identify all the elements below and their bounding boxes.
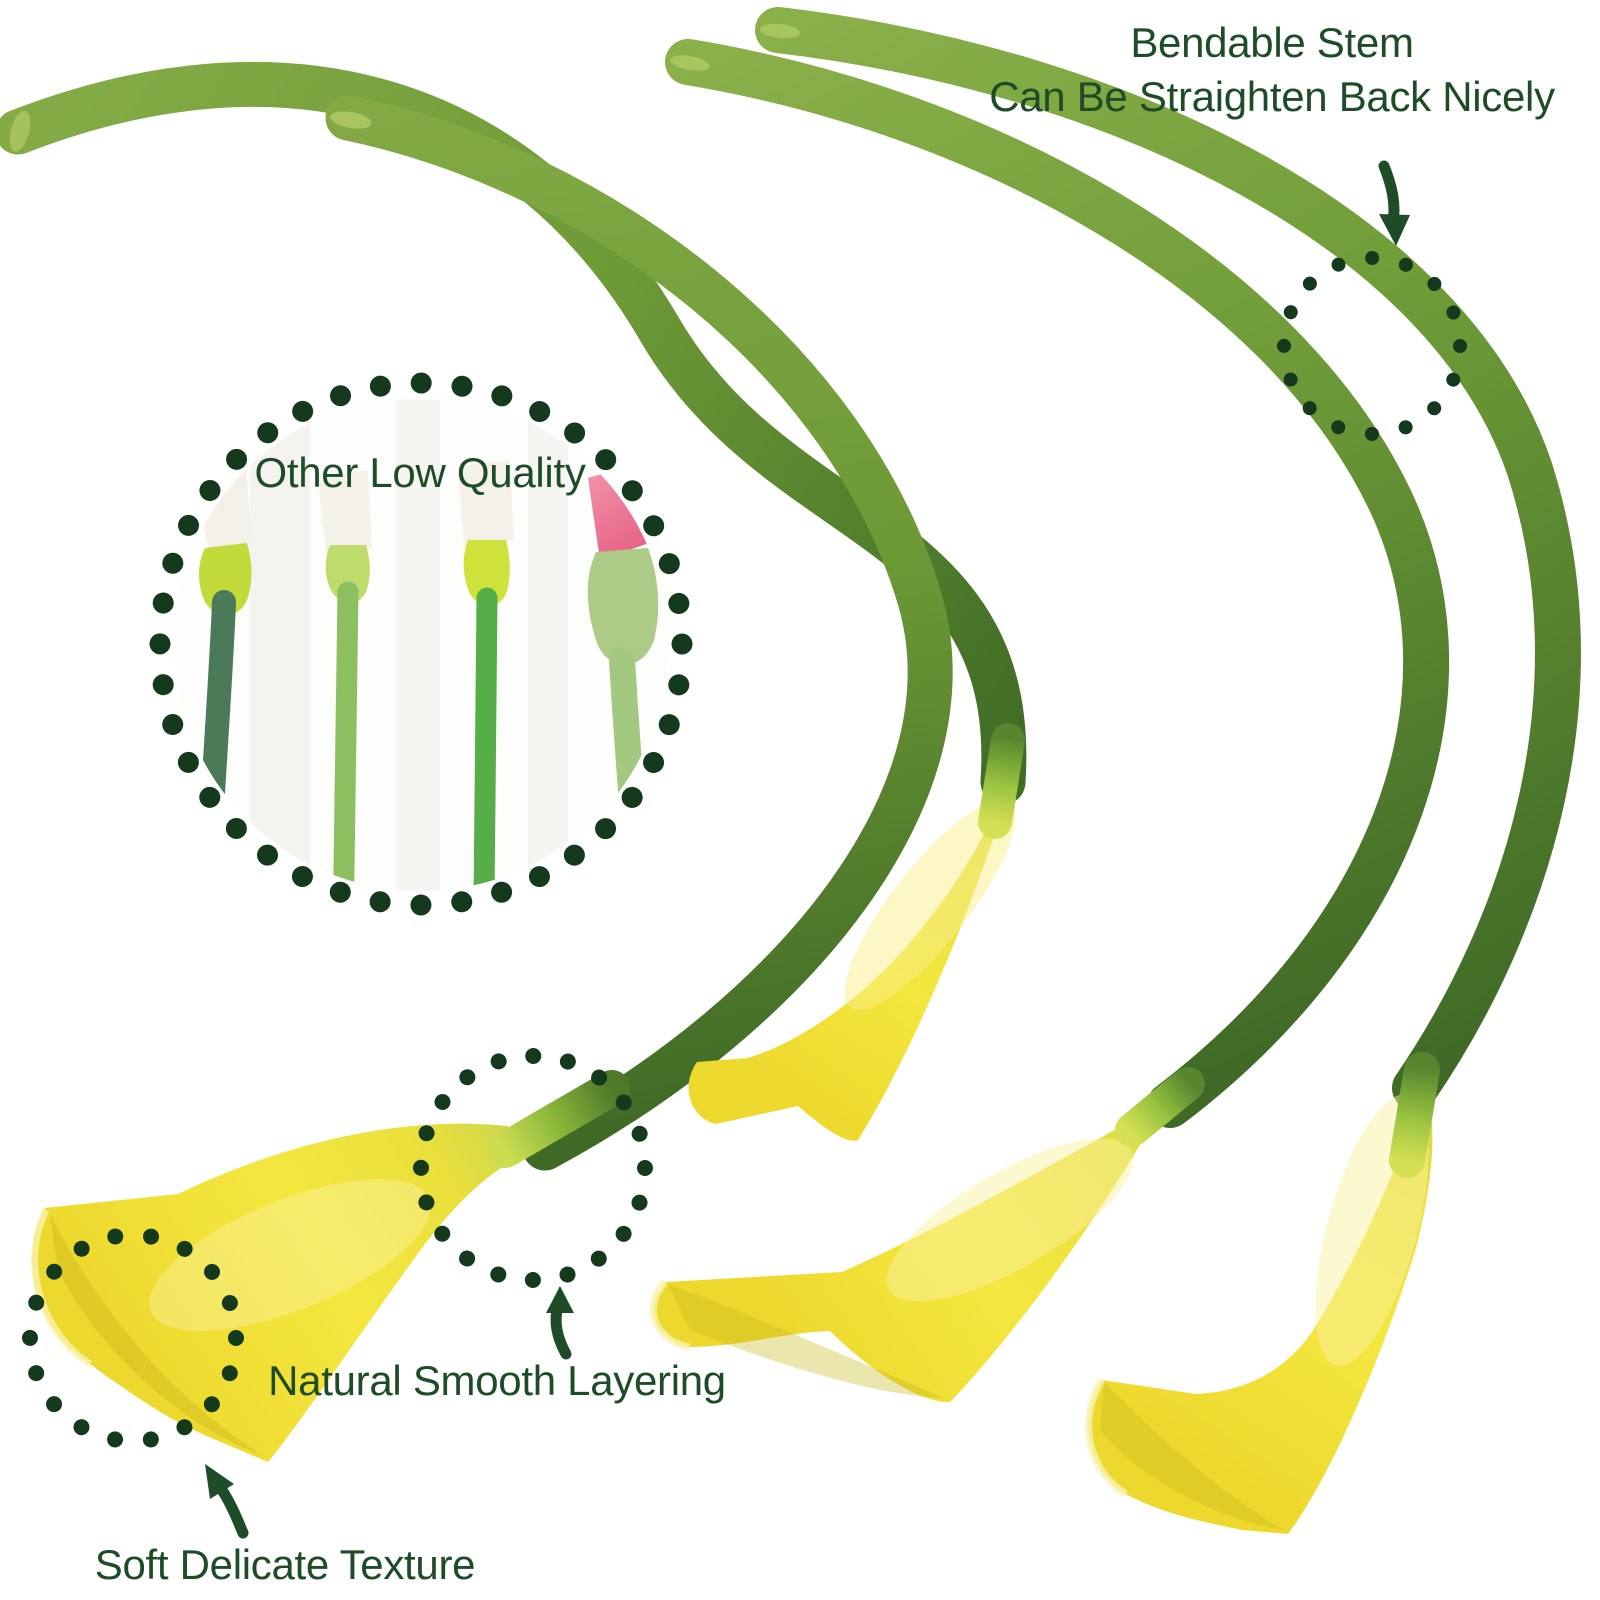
inset-shading [396,400,440,891]
junction-right [1389,1052,1440,1178]
flower-spathe [32,1123,514,1462]
stem-left-lower [0,61,1027,805]
comparison-inset [174,397,668,891]
bendable-stem-label: Bendable Stem Can Be Straighten Back Nic… [952,16,1592,124]
thin-stem [331,581,359,891]
inset-shading [250,400,310,891]
flower-base-white [318,470,372,556]
annotation-arrows [205,160,1410,1539]
natural-smooth-layering-label: Natural Smooth Layering [268,1357,726,1404]
dotted-circles [22,251,1467,1449]
flower-rim [1085,1378,1128,1497]
flower-stem-junctions [487,723,1440,1178]
other-low-quality-label: Other Low Quality [254,449,586,496]
calla-flower-bottom-left [31,1123,514,1462]
flower-base-white [458,460,514,548]
soft-delicate-texture-label: Soft Delicate Texture [94,1541,476,1588]
thin-stem [190,590,236,891]
dotted-circle-texture [22,1227,244,1449]
glue-bulge [198,543,252,616]
flower-mouth-shadow [668,1284,945,1398]
stem-right-outer [755,7,1581,1111]
texture-arrow-icon [205,1464,249,1539]
flower-rim [649,1279,691,1351]
stem-right-inner [665,39,1449,1128]
stem-cut-end-2 [330,111,372,129]
low-quality-stem-2 [318,470,372,891]
stem-left-upper [325,95,953,1171]
glue-bulge [463,540,510,606]
stems [0,7,1581,1171]
flower-highlight [886,1138,1134,1302]
thin-stem [472,587,498,891]
stem-cut-end-3 [670,55,710,71]
glue-bulge [325,545,370,604]
bendable-stem-label-line2: Can Be Straighten Back Nicely [989,73,1555,120]
junction-bottom-left [487,1070,630,1168]
flower-highlight [149,1179,431,1331]
low-quality-stem-3 [458,460,514,891]
dotted-circle-layering [413,1048,653,1288]
junction-centre-bottom [1115,1067,1205,1147]
calla-flower-centre-bottom [649,1102,1166,1403]
glue-bulge [587,548,659,665]
layering-arrow-icon [546,1286,574,1360]
flower-mouth-shadow [1100,1382,1284,1530]
calla-flowers [31,766,1433,1534]
flower-highlight [844,799,1016,1011]
calla-flower-middle [688,766,1016,1141]
dotted-circle-inset [149,372,693,916]
stem-cut-end-4 [760,23,800,39]
flower-rim [31,1208,92,1367]
bendable-arrow-icon [1378,160,1410,246]
dotted-circle-bendable-stem [1277,251,1467,441]
flower-spathe [688,766,1007,1141]
bendable-stem-label-line1: Bendable Stem [1130,19,1414,66]
stem-cut-end-1 [9,110,31,152]
flower-spathe [1088,1086,1433,1534]
inset-shading [528,400,568,891]
junction-middle [978,723,1025,839]
